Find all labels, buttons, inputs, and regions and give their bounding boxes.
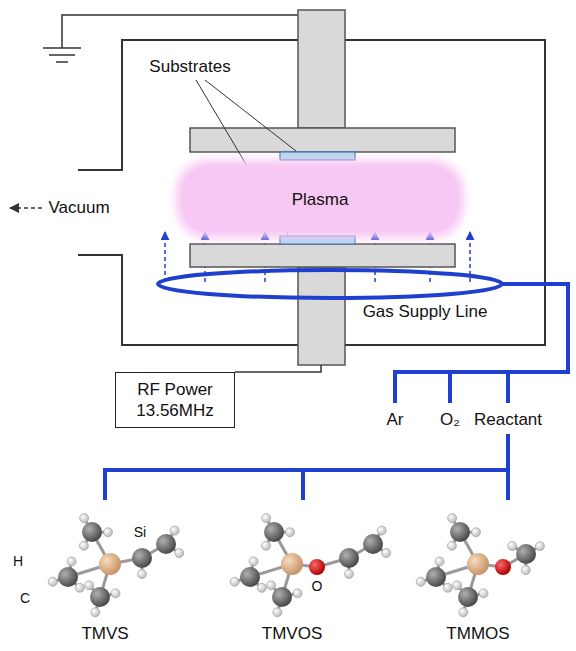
lower-stem (298, 267, 345, 365)
upper-electrode (190, 128, 455, 152)
atom (458, 587, 478, 607)
atom (435, 557, 444, 566)
gas-label: Ar (387, 410, 404, 430)
atom (382, 549, 391, 558)
atom (262, 514, 271, 523)
atom (467, 553, 489, 575)
rf-wire (235, 365, 321, 372)
tmmos-molecule (416, 514, 544, 617)
atom (377, 526, 386, 535)
leader-line (205, 80, 296, 151)
atom (363, 534, 383, 554)
atom (273, 608, 282, 617)
atom (516, 544, 536, 564)
port-label: Vacuum (48, 198, 109, 218)
atom (479, 589, 488, 598)
atom-label: Si (134, 524, 146, 540)
plasma-region: Plasma (182, 166, 458, 232)
atom (453, 581, 462, 590)
atom-label: C (20, 590, 30, 606)
atom (170, 526, 179, 535)
molecule-name: TMMOS (446, 624, 509, 644)
part-label: Substrates (149, 57, 230, 77)
atom (67, 557, 76, 566)
lower-substrate (280, 236, 355, 244)
molecule-name: TMVOS (262, 624, 322, 644)
atom (230, 577, 239, 586)
atom (90, 587, 110, 607)
atom (82, 522, 102, 542)
gas-supply-ring (158, 270, 502, 298)
atom (293, 589, 302, 598)
atom (459, 608, 468, 617)
reactant-line (301, 470, 305, 500)
atom (261, 541, 270, 550)
atom (79, 541, 88, 550)
atom (443, 583, 452, 592)
atom (272, 587, 292, 607)
gas-line (506, 372, 510, 403)
atom (339, 548, 359, 568)
atom (521, 565, 530, 574)
atom (285, 528, 294, 537)
part-label: Gas Supply Line (363, 302, 488, 322)
node-text: Plasma (292, 189, 349, 210)
ground-symbol (49, 54, 75, 56)
atom (240, 567, 260, 587)
atom-label: O (312, 578, 323, 594)
atom (85, 581, 94, 590)
atom (267, 581, 276, 590)
atom-label: H (13, 553, 23, 569)
gas-flow-arrow (164, 232, 166, 282)
atom (471, 528, 480, 537)
atom (281, 553, 303, 575)
atom (91, 608, 100, 617)
upper-stem (298, 10, 345, 128)
ground-wire (62, 15, 300, 48)
atom (416, 577, 425, 586)
atom (111, 589, 120, 598)
gas-label: Reactant (474, 410, 542, 430)
atom (48, 577, 57, 586)
atom (426, 567, 446, 587)
upper-substrate (280, 152, 355, 160)
atom (508, 541, 517, 550)
atom (175, 549, 184, 558)
reactant-line (105, 434, 508, 500)
molecule-name: TMVS (81, 624, 128, 644)
atom (345, 570, 354, 579)
gas-label: O₂ (440, 410, 460, 430)
node-text: RF Power 13.56MHz (124, 379, 226, 421)
vacuum-arrow (10, 207, 42, 209)
lower-electrode (190, 244, 455, 267)
atom (309, 559, 325, 575)
atom (132, 548, 152, 568)
atom (58, 567, 78, 587)
atom (535, 542, 544, 551)
atom (447, 541, 456, 550)
atom (75, 583, 84, 592)
gas-line (395, 284, 568, 403)
reactant-line (506, 470, 510, 500)
tmvos-molecule (230, 514, 390, 617)
atom (448, 514, 457, 523)
power-supply-box: RF Power 13.56MHz (115, 372, 235, 428)
atom (138, 570, 147, 579)
gas-line (448, 372, 452, 403)
ground-symbol (43, 47, 81, 49)
atom (257, 583, 266, 592)
atom (156, 534, 176, 554)
atom (103, 528, 112, 537)
tmvs-molecule (48, 514, 183, 617)
atom (99, 553, 121, 575)
atom (495, 559, 511, 575)
atom (249, 557, 258, 566)
atom (264, 522, 284, 542)
atom (450, 522, 470, 542)
atom (80, 514, 89, 523)
ground-symbol (56, 61, 68, 63)
